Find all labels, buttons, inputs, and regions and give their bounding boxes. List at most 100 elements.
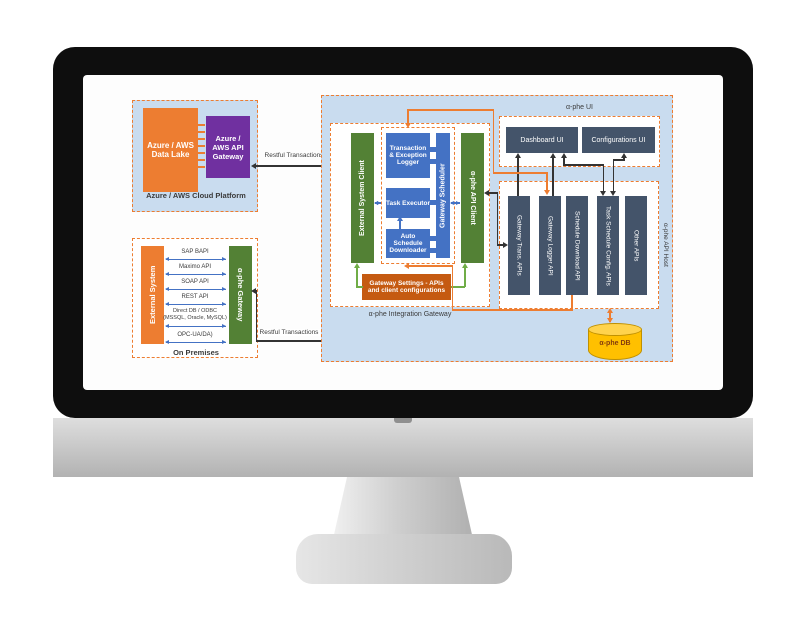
arrowhead	[620, 153, 627, 158]
api-box-task-schedule-config: Task Schedule Config. APIs	[597, 196, 619, 295]
line-segment	[451, 286, 465, 288]
azure-api-gateway-box: Azure / AWS API Gateway	[206, 116, 250, 178]
api-label: Schedule Download API	[573, 210, 581, 281]
arrowhead	[450, 200, 454, 205]
api-box-schedule-download: Schedule Download API	[566, 196, 588, 295]
cloud-rung	[197, 124, 205, 126]
line-segment	[612, 159, 614, 192]
arrowhead	[222, 272, 226, 276]
configurations-ui-label: Configurations UI	[591, 136, 646, 144]
api-label: Task Schedule Config. APIs	[604, 205, 612, 286]
protocol-label: Direct DB / ODBC (MSSQL, Oracle, MySQL)	[163, 308, 227, 321]
ui-title: α-phe UI	[565, 104, 593, 111]
integration-gateway-title: α-phe Integration Gateway	[368, 311, 452, 318]
line-segment	[407, 109, 494, 111]
monitor-stand-base	[296, 534, 512, 584]
cloud-rung	[197, 145, 205, 147]
arrowhead	[404, 263, 409, 269]
line-segment	[492, 109, 494, 173]
arrowhead	[222, 324, 226, 328]
line-segment	[451, 202, 460, 204]
line-segment	[464, 266, 466, 287]
line-segment	[571, 295, 573, 310]
external-system-client-label: External System Client	[359, 160, 366, 236]
data-lake-box: Azure / AWS Data Lake	[143, 108, 198, 192]
api-client-box: α-phe API Client	[461, 133, 484, 263]
gateway-scheduler-label: Gateway Scheduler	[439, 163, 447, 228]
gateway-core-box	[381, 127, 455, 264]
line-segment	[451, 265, 453, 310]
arrowhead	[396, 216, 403, 221]
arrowhead	[600, 191, 606, 196]
line-segment	[253, 290, 257, 292]
line-segment	[612, 159, 625, 161]
arrowhead	[165, 257, 169, 261]
arrowhead	[222, 340, 226, 344]
arrowhead	[461, 263, 468, 268]
api-label: Gateway Logger API	[546, 215, 554, 276]
line-segment	[451, 309, 573, 311]
line-segment	[166, 274, 226, 275]
scheduler-rung	[430, 147, 436, 152]
scheduler-rung	[430, 236, 436, 241]
api-label: Other APIs	[632, 229, 640, 262]
protocol-label: SAP BAPI	[181, 249, 209, 255]
arrowhead	[222, 287, 226, 291]
protocol-label: REST API	[181, 294, 209, 300]
line-segment	[563, 157, 565, 165]
line-segment	[166, 259, 226, 260]
line-segment	[486, 192, 498, 194]
api-box-gateway-logger: Gateway Logger API	[539, 196, 561, 295]
line-segment	[552, 157, 554, 196]
line-segment	[166, 326, 226, 327]
cloud-rung	[197, 131, 205, 133]
line-segment	[408, 265, 453, 267]
monitor-chin	[53, 418, 753, 477]
on-premises-title: On Premises	[173, 348, 219, 357]
restful-top-label: Restful Transactions	[264, 152, 324, 159]
database-label: α-phe DB	[599, 340, 631, 347]
api-host-title: α-phe API Host	[662, 223, 669, 267]
arrowhead	[405, 123, 411, 128]
on-premises-box: External System α-phe Gateway On Premise…	[132, 238, 258, 358]
api-client-label: α-phe API Client	[469, 171, 476, 225]
arrowhead	[222, 302, 226, 306]
scheduler-rung	[430, 248, 436, 253]
arrowhead	[165, 287, 169, 291]
monitor-stand-neck	[333, 477, 473, 539]
cloud-rung	[197, 138, 205, 140]
line-segment	[356, 266, 358, 287]
external-system-client-box: External System Client	[351, 133, 374, 263]
arrowhead	[251, 162, 256, 169]
arrowhead	[165, 340, 169, 344]
api-box-other: Other APIs	[625, 196, 647, 295]
line-segment	[546, 172, 548, 191]
arrowhead	[610, 191, 616, 196]
arrowhead	[560, 153, 567, 158]
arrowhead	[606, 318, 613, 323]
arrowhead	[456, 200, 460, 205]
monitor-notch	[394, 418, 412, 423]
task-executor-box: Task Executor	[386, 188, 430, 218]
line-segment	[563, 164, 604, 166]
line-segment	[407, 109, 409, 123]
scheduler-rung	[430, 159, 436, 164]
api-label: Gateway Trans. APIs	[515, 215, 523, 276]
protocol-label: OPC-UA/DA)	[177, 332, 213, 338]
arrowhead	[514, 153, 521, 158]
transaction-logger-box: Transaction & Exception Logger	[386, 133, 430, 178]
line-segment	[623, 157, 625, 160]
line-segment	[496, 244, 505, 246]
restful-bottom-label: Restful Transactions	[258, 329, 320, 336]
transaction-logger-label: Transaction & Exception Logger	[389, 145, 427, 166]
dashboard-ui-box: Dashboard UI	[506, 127, 578, 153]
api-box-gateway-trans: Gateway Trans. APIs	[508, 196, 530, 295]
line-segment	[517, 157, 519, 196]
auto-schedule-downloader-box: Auto Schedule Downloader	[386, 229, 430, 258]
external-system-box: External System	[141, 246, 164, 344]
data-lake-label: Azure / AWS Data Lake	[147, 141, 194, 159]
gateway-settings-label: Gateway Settings - APIs and client confi…	[367, 280, 446, 294]
line-segment	[356, 286, 363, 288]
arrowhead	[222, 257, 226, 261]
